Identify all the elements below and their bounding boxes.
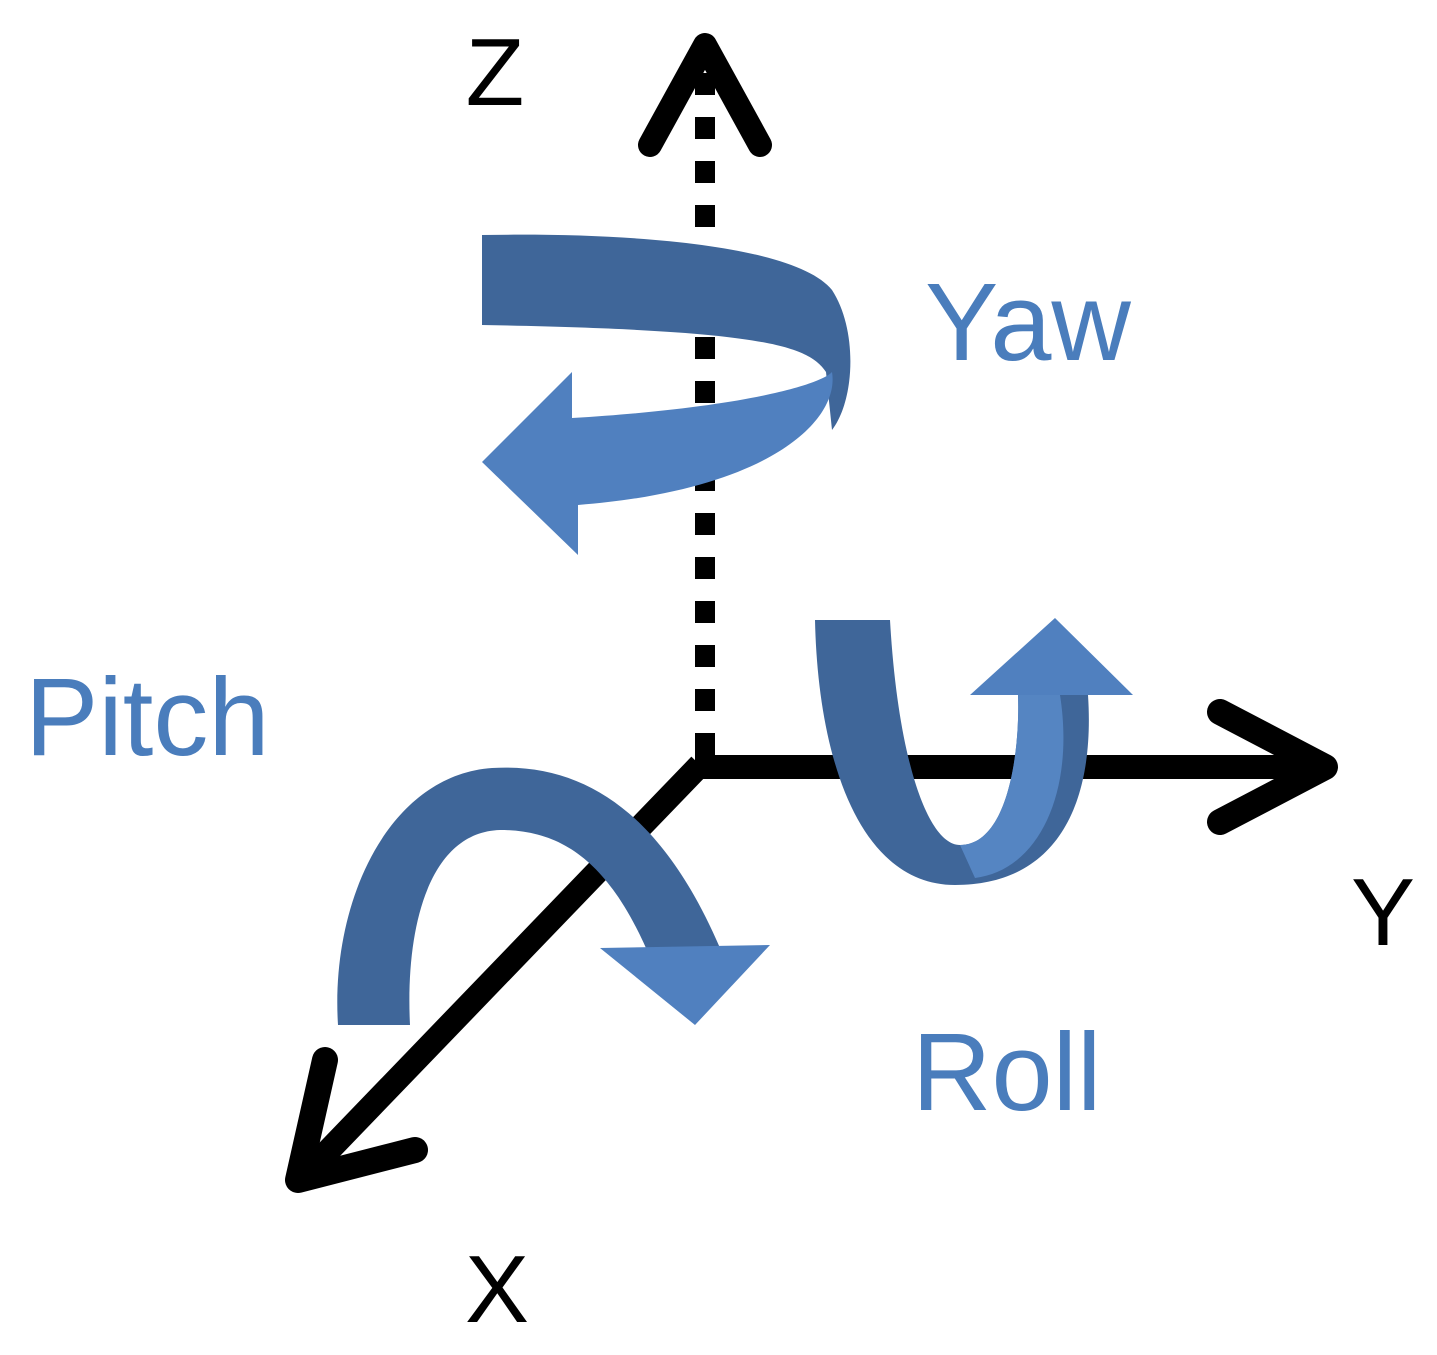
yaw-arrow-back xyxy=(482,234,851,430)
x-axis-label: X xyxy=(465,1236,529,1343)
y-axis xyxy=(695,699,1338,835)
yaw-arrow-icon xyxy=(482,234,851,555)
roll-arrow-front xyxy=(960,695,1064,878)
z-axis xyxy=(638,33,772,755)
y-axis-label: Y xyxy=(1351,859,1415,966)
roll-arrow-icon xyxy=(815,618,1133,885)
z-axis-arrowhead xyxy=(638,33,772,157)
pitch-arrow-head xyxy=(600,945,770,1025)
pitch-label: Pitch xyxy=(25,656,270,779)
z-axis-label: Z xyxy=(466,19,525,126)
yaw-label: Yaw xyxy=(925,261,1131,384)
x-axis-arrowhead xyxy=(285,1047,428,1193)
pitch-arrow-body xyxy=(337,767,720,1025)
roll-label: Roll xyxy=(912,1011,1102,1134)
pitch-arrow-icon xyxy=(337,767,770,1025)
y-axis-arrowhead xyxy=(1207,699,1338,835)
roll-arrow-head xyxy=(970,618,1133,695)
yaw-arrow-front xyxy=(482,372,833,555)
